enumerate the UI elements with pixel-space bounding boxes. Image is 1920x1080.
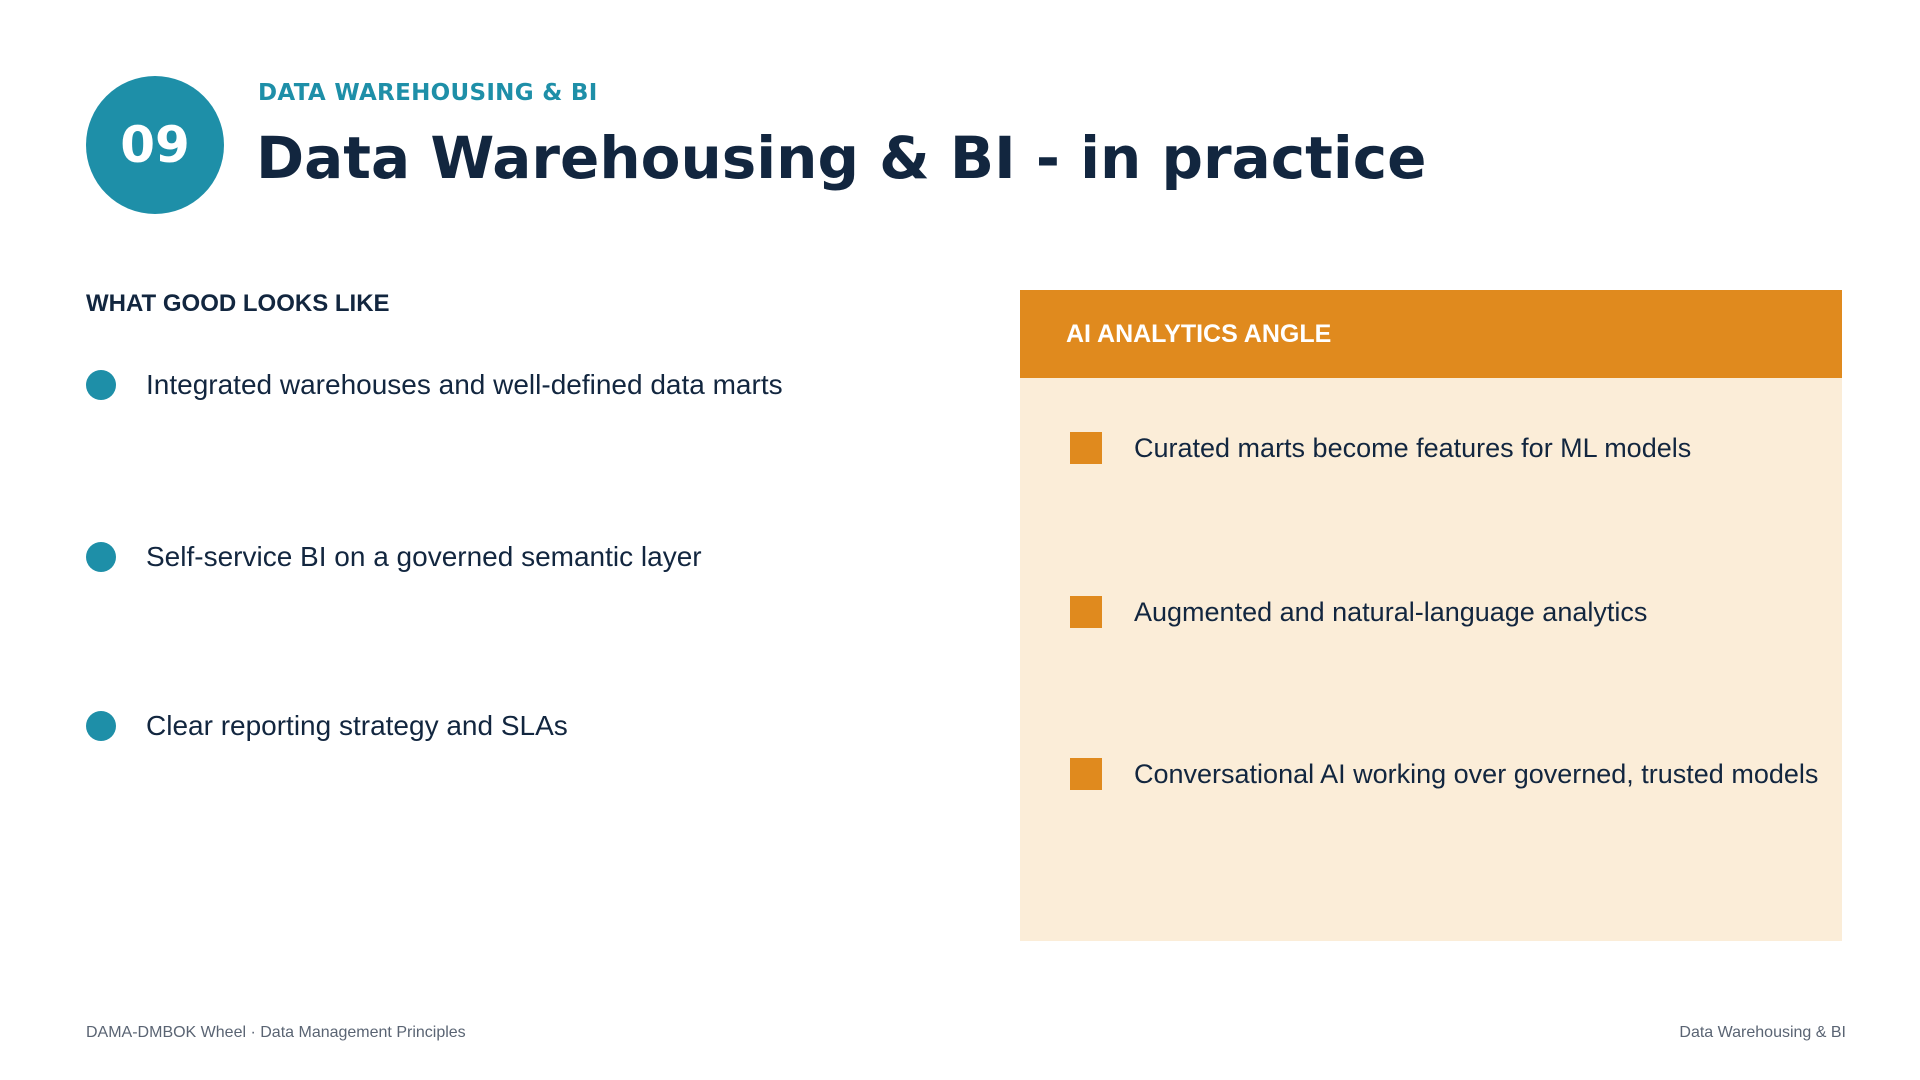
circle-bullet-icon: [86, 711, 116, 741]
panel-list-item: Conversational AI working over governed,…: [1070, 758, 1818, 790]
section-kicker: DATA WAREHOUSING & BI: [258, 80, 598, 106]
panel-heading: AI ANALYTICS ANGLE: [1066, 319, 1332, 348]
list-item: Self-service BI on a governed semantic l…: [86, 541, 702, 573]
panel-list-item-text: Augmented and natural-language analytics: [1134, 596, 1648, 627]
page-title: Data Warehousing & BI - in practice: [256, 124, 1427, 192]
square-bullet-icon: [1070, 758, 1102, 790]
section-number: 09: [120, 116, 190, 174]
list-item: Integrated warehouses and well-defined d…: [86, 369, 783, 401]
list-item-text: Self-service BI on a governed semantic l…: [146, 541, 702, 572]
left-heading: WHAT GOOD LOOKS LIKE: [86, 290, 390, 317]
panel-heading-bar: AI ANALYTICS ANGLE: [1020, 290, 1842, 378]
panel-list-item: Curated marts become features for ML mod…: [1070, 432, 1691, 464]
footer-left: DAMA-DMBOK Wheel · Data Management Princ…: [86, 1024, 466, 1041]
list-item-text: Integrated warehouses and well-defined d…: [146, 369, 783, 400]
circle-bullet-icon: [86, 542, 116, 572]
list-item-text: Clear reporting strategy and SLAs: [146, 710, 568, 741]
circle-bullet-icon: [86, 370, 116, 400]
panel-list-item-text: Curated marts become features for ML mod…: [1134, 432, 1692, 463]
square-bullet-icon: [1070, 432, 1102, 464]
panel-list-item: Augmented and natural-language analytics: [1070, 596, 1647, 628]
footer-right: Data Warehousing & BI: [1679, 1024, 1846, 1041]
list-item: Clear reporting strategy and SLAs: [86, 710, 568, 742]
square-bullet-icon: [1070, 596, 1102, 628]
ai-analytics-panel: AI ANALYTICS ANGLE Curated marts become …: [1020, 290, 1842, 941]
panel-list-item-text: Conversational AI working over governed,…: [1134, 758, 1819, 789]
section-number-badge: 09: [86, 76, 224, 214]
